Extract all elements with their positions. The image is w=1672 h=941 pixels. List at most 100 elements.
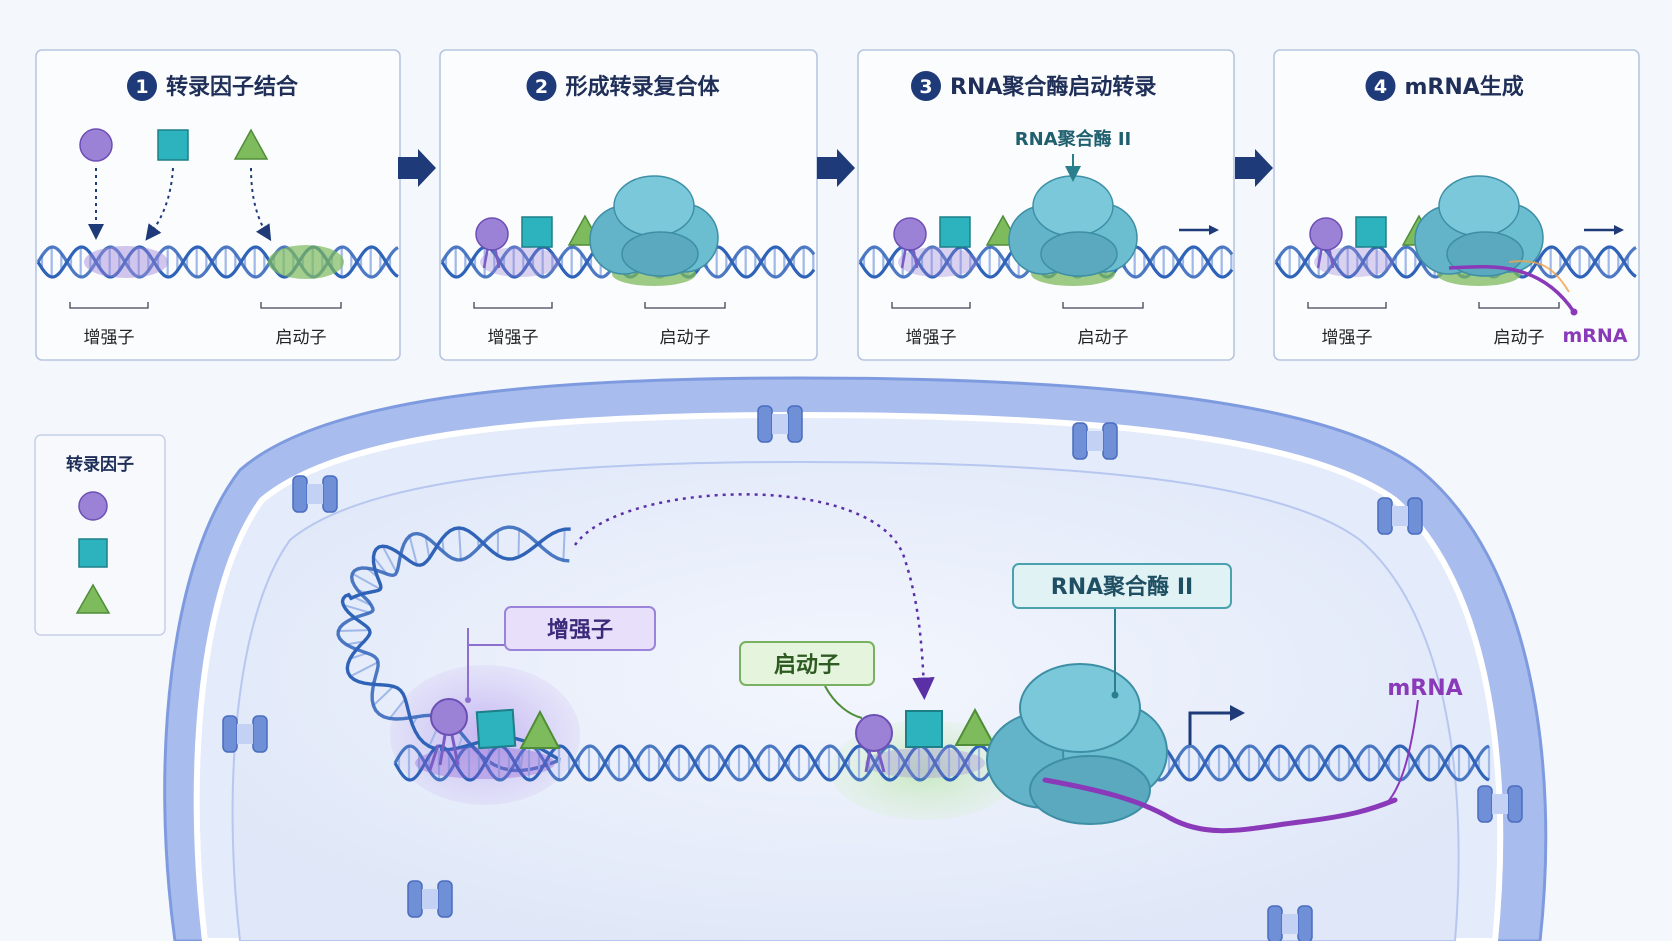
main-dna-scene: 增强子 启动子 RNA聚合酶 II mRNA [336, 493, 1491, 834]
enhancer-label: 增强子 [488, 328, 539, 348]
enhancer-triangle-factor [519, 709, 561, 749]
circle-factor [1309, 217, 1343, 251]
promoter-factors [855, 707, 996, 773]
promoter-label: 启动子 [660, 328, 711, 348]
promoter-circle-factor [855, 714, 893, 752]
step-arrow-2 [817, 149, 855, 187]
dna-loop [336, 525, 571, 773]
promoter-region [865, 748, 985, 778]
nuclear-pore-5 [222, 715, 268, 753]
step-arrow-3 [1235, 149, 1273, 187]
step-number-badge [1365, 71, 1396, 101]
step-title: 转录因子结合 [166, 74, 299, 100]
circle-factor [893, 217, 927, 251]
polymerase-label: RNA聚合酶 II [1015, 128, 1132, 150]
step-number: 1 [135, 76, 148, 98]
nuclear-pore-7 [407, 880, 453, 918]
circle-factor [475, 217, 509, 251]
direction-arrowhead-icon [1614, 225, 1624, 235]
transcription-arrowhead-icon [1230, 705, 1245, 721]
nuclear-pore-2 [1072, 422, 1118, 460]
nuclear-pores [222, 405, 1523, 941]
step-title: mRNA生成 [1405, 75, 1524, 100]
nuclear-pore-8 [1267, 905, 1313, 941]
enhancer-bracket [1307, 302, 1387, 309]
step-number-badge [526, 71, 557, 101]
direction-arrowhead-icon [1209, 225, 1219, 235]
promoter-label: 启动子 [774, 652, 840, 678]
promoter-label: 启动子 [1494, 328, 1545, 348]
promoter-triangle-factor [954, 707, 996, 746]
promoter-callout-line [824, 685, 863, 719]
polymerase-label-box [1012, 563, 1232, 609]
enhancer-label: 增强子 [1322, 328, 1373, 348]
step-number-badge [127, 71, 157, 101]
legend-circle-icon [78, 491, 108, 521]
legend-box [34, 434, 166, 636]
promoter-label: 启动子 [276, 328, 327, 348]
nuclear-pore-1 [757, 405, 803, 443]
promoter-bracket [1478, 302, 1560, 309]
enhancer-bracket [69, 302, 149, 309]
enhancer-label: 增强子 [84, 328, 135, 348]
legend-triangle-icon [75, 583, 111, 614]
promoter-highlight [268, 245, 344, 279]
legend: 转录因子 [34, 434, 166, 636]
square-factor [939, 216, 971, 248]
step-title: 形成转录复合体 [566, 74, 721, 100]
mrna-label: mRNA [1387, 676, 1462, 701]
transcription-direction-arrow [1188, 711, 1230, 745]
promoter-bracket [1062, 302, 1144, 309]
promoter-square-factor [905, 710, 943, 748]
enhancer-label: 增强子 [547, 617, 613, 643]
step-arrow-1 [398, 149, 436, 187]
circle-factor [79, 128, 113, 162]
promoter-label-box [739, 641, 875, 686]
step-number: 2 [535, 76, 548, 98]
mrna-pointer-line [1384, 699, 1419, 806]
promoter-bracket [260, 302, 342, 309]
nuclear-pore-4 [292, 475, 338, 513]
step-number: 3 [919, 76, 932, 98]
mrna-strand [1448, 264, 1576, 313]
step-title: RNA聚合酶启动转录 [950, 74, 1156, 100]
legend-square-icon [78, 538, 108, 568]
polymerase-complex [589, 175, 719, 277]
promoter-label: 启动子 [1078, 328, 1129, 348]
triangle-factor [233, 128, 269, 160]
nuclear-pore-6 [1477, 785, 1523, 823]
enhancer-label-box [504, 606, 656, 651]
polymerase-label: RNA聚合酶 II [1051, 574, 1193, 600]
legend-title: 转录因子 [66, 454, 134, 475]
polymerase-complex [1008, 175, 1138, 277]
enhancer-bracket [891, 302, 971, 309]
promoter-bracket [644, 302, 726, 309]
enhancer-circle-factor [430, 698, 468, 736]
polymerase-complex [1414, 175, 1544, 277]
triangle-binding-arrow [250, 167, 272, 242]
step-number-badge [911, 71, 941, 101]
enhancer-bracket [473, 302, 553, 309]
step-number: 4 [1374, 76, 1387, 98]
mrna-label: mRNA [1562, 325, 1627, 347]
enhancer-square-factor [475, 708, 517, 750]
square-factor [1355, 216, 1387, 248]
enhancer-label: 增强子 [906, 328, 957, 348]
step-arrows [398, 149, 1273, 187]
enhancer-highlight [84, 246, 168, 278]
enhancer-region [415, 747, 555, 779]
nuclear-pore-3 [1377, 497, 1423, 535]
panel-frame [35, 49, 401, 361]
square-factor [521, 216, 553, 248]
square-factor [157, 129, 189, 161]
square-binding-arrow [145, 167, 174, 241]
enhancer-factors [428, 698, 561, 771]
mrna-strand [1042, 777, 1398, 834]
